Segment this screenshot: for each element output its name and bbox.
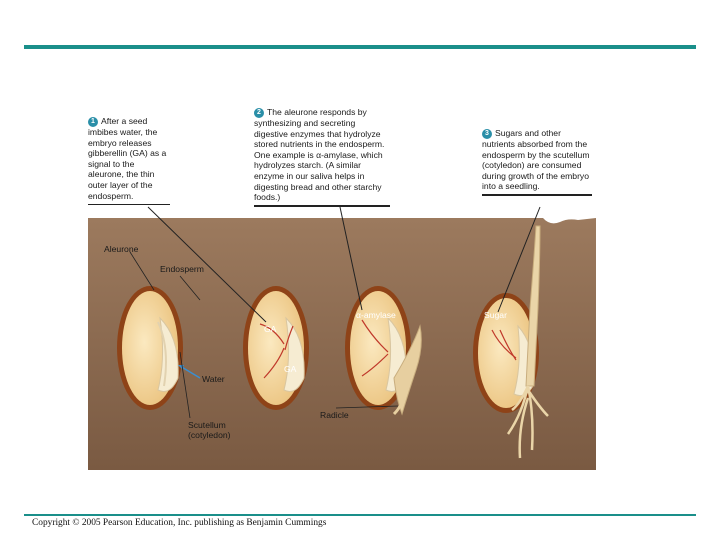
shoot-3 (393, 324, 422, 416)
top-accent-rule (24, 45, 696, 49)
illustration-svg (88, 218, 596, 470)
label-sugar: Sugar (484, 310, 507, 320)
step-2-underline (254, 205, 390, 207)
ga-arrow-1 (259, 323, 285, 345)
step-2-text: The aleurone responds by synthesizing an… (254, 107, 385, 203)
ga-arrow-3 (284, 325, 294, 351)
step-3-badge: 3 (482, 129, 492, 139)
step-2-badge: 2 (254, 108, 264, 118)
sugar-arrow-2 (499, 329, 517, 361)
amylase-arrow-1 (361, 319, 389, 353)
radicle-3 (392, 387, 408, 416)
label-ga-1: GA (264, 324, 277, 334)
label-cotyledon: (cotyledon) (188, 430, 231, 440)
seed-germination-illustration: Aleurone Endosperm Water Scutellum (coty… (88, 218, 596, 470)
soil-surface (88, 218, 596, 224)
label-ga-2: GA (284, 364, 297, 374)
step-1-underline (88, 203, 170, 206)
copyright-notice: Copyright © 2005 Pearson Education, Inc.… (32, 518, 327, 528)
bottom-accent-rule (24, 514, 696, 516)
step-3-text: Sugars and other nutrients absorbed from… (482, 128, 590, 192)
seedling-roots (506, 385, 549, 459)
step-1-text: After a seed imbibes water, the embryo r… (88, 116, 167, 201)
seed-3 (345, 286, 422, 416)
label-endosperm: Endosperm (160, 264, 204, 274)
scutellum-1 (157, 321, 167, 387)
seed-2 (243, 286, 309, 410)
label-aleurone: Aleurone (104, 244, 139, 254)
label-radicle: Radicle (320, 410, 349, 420)
label-water: Water (202, 374, 225, 384)
amylase-arrow-2 (361, 353, 389, 377)
step-1-badge: 1 (88, 117, 98, 127)
step-3-underline (482, 194, 592, 196)
label-scutellum: Scutellum (188, 420, 226, 430)
label-alpha-amylase: α-amylase (356, 310, 396, 320)
ga-arrow-2 (263, 347, 285, 379)
